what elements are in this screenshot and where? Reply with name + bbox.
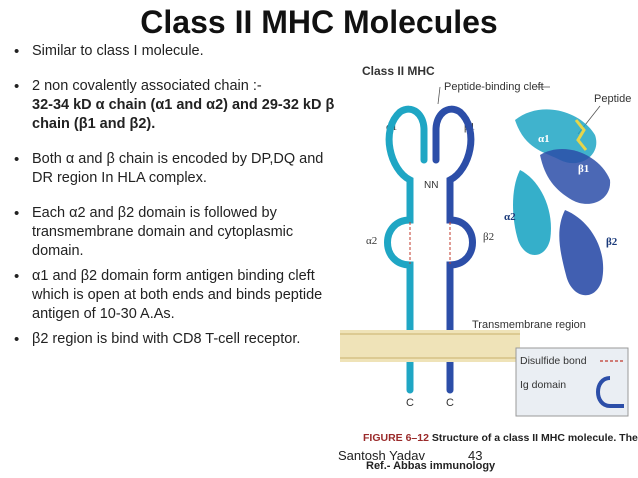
alpha-chain xyxy=(384,105,428,394)
reference: Ref.- Abbas immunology xyxy=(366,460,496,472)
ig-domain-icon xyxy=(596,376,624,408)
membrane xyxy=(340,330,520,362)
c-terminal-left: C xyxy=(406,397,414,409)
c-terminal-right: C xyxy=(446,397,454,409)
figure-header: Class II MHC xyxy=(362,64,435,78)
page-number: 43 xyxy=(468,448,483,463)
figure-caption: FIGURE 6–12 Structure of a class II MHC … xyxy=(363,432,638,444)
legend-ig-label: Ig domain xyxy=(520,379,566,391)
alpha2-label: α2 xyxy=(366,235,377,247)
peptide-label: Peptide xyxy=(594,93,631,105)
bullet-item: α1 and β2 domain form antigen binding cl… xyxy=(10,267,340,324)
bullet-item: 2 non covalently associated chain :-32-3… xyxy=(10,77,340,134)
transmembrane-label: Transmembrane region xyxy=(472,319,586,331)
mhc-diagram: Class II MHC Peptide-binding cleft Pepti… xyxy=(340,64,631,417)
ribbon-structure xyxy=(513,109,611,296)
bullet-item: Each α2 and β2 domain is followed by tra… xyxy=(10,204,340,261)
mhc-figure: Class II MHC Peptide-binding cleft Pepti… xyxy=(340,60,632,450)
beta2-label: β2 xyxy=(483,231,494,243)
ribbon-beta2-label: β2 xyxy=(606,236,618,248)
bullet-list: Similar to class I molecule. 2 non coval… xyxy=(10,42,340,365)
legend-disulfide-label: Disulfide bond xyxy=(520,355,587,367)
author-name: Santosh Yadav xyxy=(338,448,425,463)
bullet-item: β2 region is bind with CD8 T-cell recept… xyxy=(10,330,340,349)
ribbon-alpha1-label: α1 xyxy=(538,133,550,145)
slide-title: Class II MHC Molecules xyxy=(140,4,498,40)
bullet-item: Similar to class I molecule. xyxy=(10,42,340,61)
beta-chain xyxy=(432,105,476,394)
nn-label: NN xyxy=(424,180,438,191)
ribbon-alpha2-label: α2 xyxy=(504,211,516,223)
cleft-label: Peptide-binding cleft xyxy=(444,81,544,93)
bullet-item: Both α and β chain is encoded by DP,DQ a… xyxy=(10,150,340,188)
ribbon-beta1-label: β1 xyxy=(578,163,589,175)
